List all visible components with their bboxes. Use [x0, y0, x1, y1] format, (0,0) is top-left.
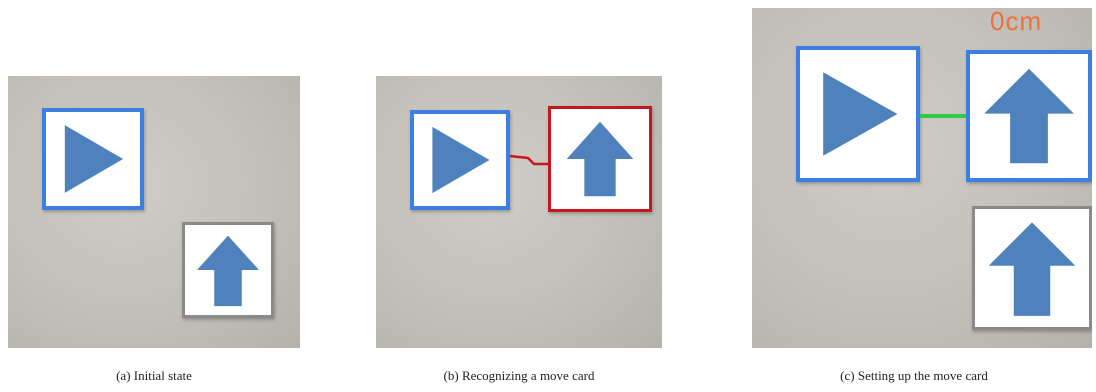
panel-a-photo — [8, 76, 300, 348]
play-card — [796, 46, 920, 182]
caption-a: (a) Initial state — [116, 368, 192, 383]
move-card — [182, 222, 274, 318]
play-card — [410, 110, 510, 210]
distance-readout: 0cm — [990, 8, 1043, 36]
play-card — [42, 108, 144, 210]
play-triangle-icon — [432, 126, 490, 194]
move-card-recognized — [548, 106, 652, 212]
caption-c: (c) Setting up the move card — [840, 368, 988, 383]
move-card-set — [966, 50, 1092, 182]
up-arrow-icon — [566, 121, 634, 197]
panel-c-photo: 0cm — [752, 8, 1092, 348]
play-triangle-icon — [64, 125, 124, 193]
connection-link-line — [920, 114, 968, 118]
recognition-link-line — [509, 154, 550, 166]
panel-b-photo — [376, 76, 662, 348]
play-triangle-icon — [823, 72, 898, 156]
up-arrow-icon — [984, 68, 1074, 164]
caption-b: (b) Recognizing a move card — [443, 368, 595, 383]
move-card — [972, 206, 1092, 330]
up-arrow-icon — [197, 235, 259, 307]
up-arrow-icon — [988, 222, 1076, 316]
